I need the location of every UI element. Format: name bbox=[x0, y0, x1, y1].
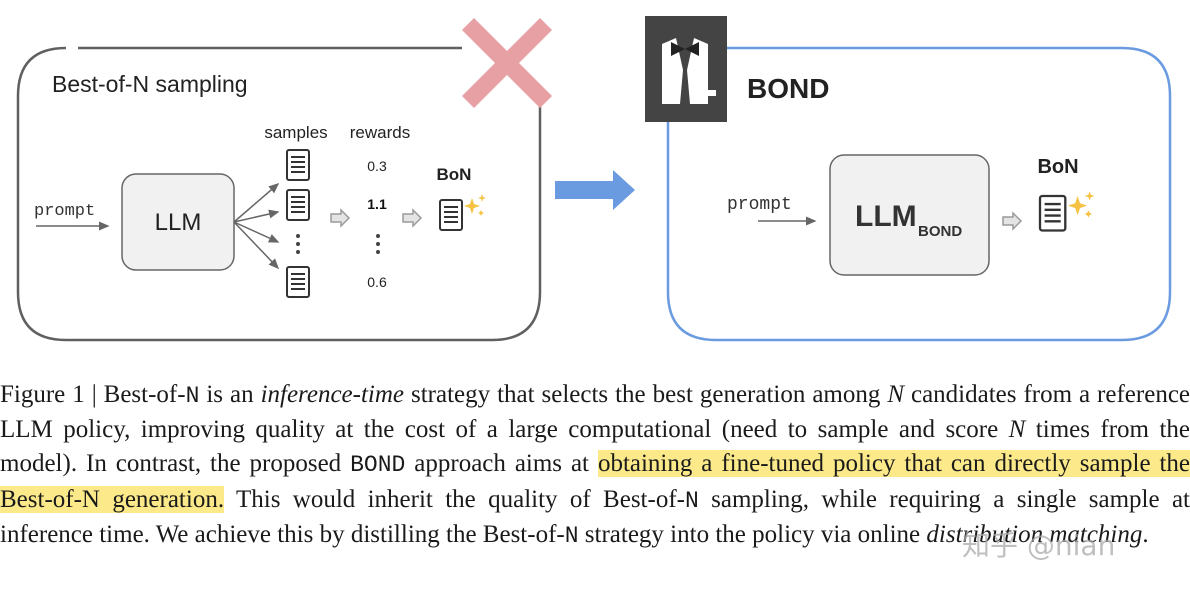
caption-text: strategy into the policy via online bbox=[578, 520, 927, 548]
caption-emphasis: distribution matching bbox=[926, 520, 1143, 548]
caption-text: sampling, while requiring a single sampl… bbox=[0, 485, 1190, 548]
right-panel-title: BOND bbox=[747, 73, 829, 104]
bond-panel: BOND prompt LLM BOND BoN bbox=[645, 16, 1172, 342]
samples-to-rewards-arrow bbox=[330, 209, 350, 227]
caption-math: N bbox=[887, 381, 905, 408]
rewards-header: rewards bbox=[350, 123, 410, 142]
caption-emphasis: inference-time bbox=[260, 381, 405, 408]
caption-text: . bbox=[1142, 520, 1149, 548]
sparkle-icon bbox=[464, 194, 486, 216]
samples-header: samples bbox=[264, 123, 327, 142]
bond-llm-label: LLM bbox=[855, 200, 917, 233]
caption-text: This would inherit the quality of Best-o… bbox=[224, 485, 685, 513]
reward-value-best: 1.1 bbox=[367, 196, 387, 212]
samples-ellipsis bbox=[296, 234, 300, 254]
right-prompt-label: prompt bbox=[727, 195, 792, 215]
caption-text: approach aims at bbox=[405, 450, 598, 478]
caption-code: N bbox=[684, 487, 699, 514]
sample-document-icon bbox=[286, 189, 310, 221]
sample-document-icon bbox=[286, 149, 310, 181]
caption-code: N bbox=[185, 383, 200, 409]
reward-value: 0.6 bbox=[367, 274, 387, 290]
figure-label: Figure 1 bbox=[0, 381, 85, 408]
red-cross-icon bbox=[461, 17, 553, 109]
best-of-n-panel: Best-of-N sampling prompt LLM samples re… bbox=[16, 46, 542, 342]
left-prompt-label: prompt bbox=[34, 202, 95, 221]
bond-llm-subscript: BOND bbox=[918, 223, 962, 240]
caption-text: is an bbox=[199, 381, 261, 408]
llm-to-bon-arrow bbox=[1002, 212, 1022, 230]
rewards-ellipsis bbox=[376, 234, 380, 254]
left-bon-label: BoN bbox=[437, 165, 472, 184]
left-panel-title: Best-of-N sampling bbox=[52, 71, 248, 97]
right-bon-label: BoN bbox=[1037, 156, 1078, 178]
caption-text: times from the model). In contrast, the … bbox=[0, 416, 1190, 478]
right-panel-border bbox=[666, 46, 1172, 342]
bon-document-icon bbox=[1038, 194, 1067, 232]
caption-text: | Best-of- bbox=[84, 381, 186, 408]
reward-value: 0.3 bbox=[367, 158, 387, 174]
caption-text: strategy that selects the best generatio… bbox=[404, 381, 888, 408]
left-llm-label: LLM bbox=[155, 209, 202, 236]
figure-caption: Figure 1 | Best-of-N is an inference-tim… bbox=[0, 378, 1190, 553]
tuxedo-icon bbox=[645, 16, 727, 122]
caption-math: N bbox=[1008, 416, 1026, 444]
left-panel-border bbox=[16, 46, 542, 342]
sample-document-icon bbox=[286, 266, 310, 298]
bond-llm-box bbox=[829, 154, 990, 276]
bond-figure: Best-of-N sampling prompt LLM samples re… bbox=[16, 16, 1172, 342]
sparkle-icon bbox=[1068, 191, 1095, 218]
transition-arrow bbox=[555, 170, 635, 210]
caption-code: BOND bbox=[350, 452, 406, 479]
caption-code: N bbox=[564, 522, 579, 549]
fanout-arrows bbox=[233, 183, 280, 270]
caption-text: candidates from a reference LLM policy, … bbox=[0, 381, 1190, 444]
bon-document-icon bbox=[439, 199, 463, 231]
rewards-to-bon-arrow bbox=[402, 209, 422, 227]
